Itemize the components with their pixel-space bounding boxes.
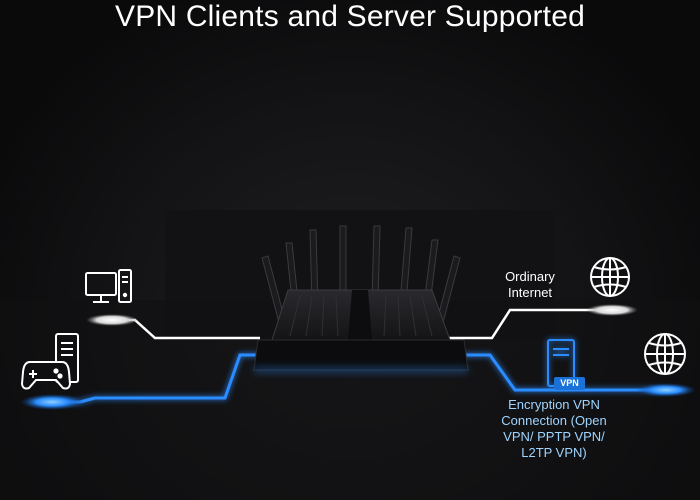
globe-puck [586,304,638,316]
antenna-4 [339,225,347,301]
router-base-glow [254,368,468,372]
encryption-vpn-label: Encryption VPN Connection (Open VPN/ PPT… [501,397,607,460]
vpn-globe-puck [636,383,696,397]
globe-icon [590,257,630,297]
router-ridge [348,290,372,340]
router-base [253,339,469,371]
pc-puck [86,314,138,326]
antenna-5 [371,225,381,301]
desktop-pc-icon [85,269,132,303]
vpn-badge: VPN [554,377,585,390]
page-title: VPN Clients and Server Supported [115,0,585,33]
console-puck [20,394,84,410]
ordinary-line-right [445,308,605,340]
ordinary-internet-label: Ordinary Internet [505,269,555,300]
game-controller-icon [20,361,72,390]
router [253,225,469,372]
vpn-globe-icon [644,333,686,375]
